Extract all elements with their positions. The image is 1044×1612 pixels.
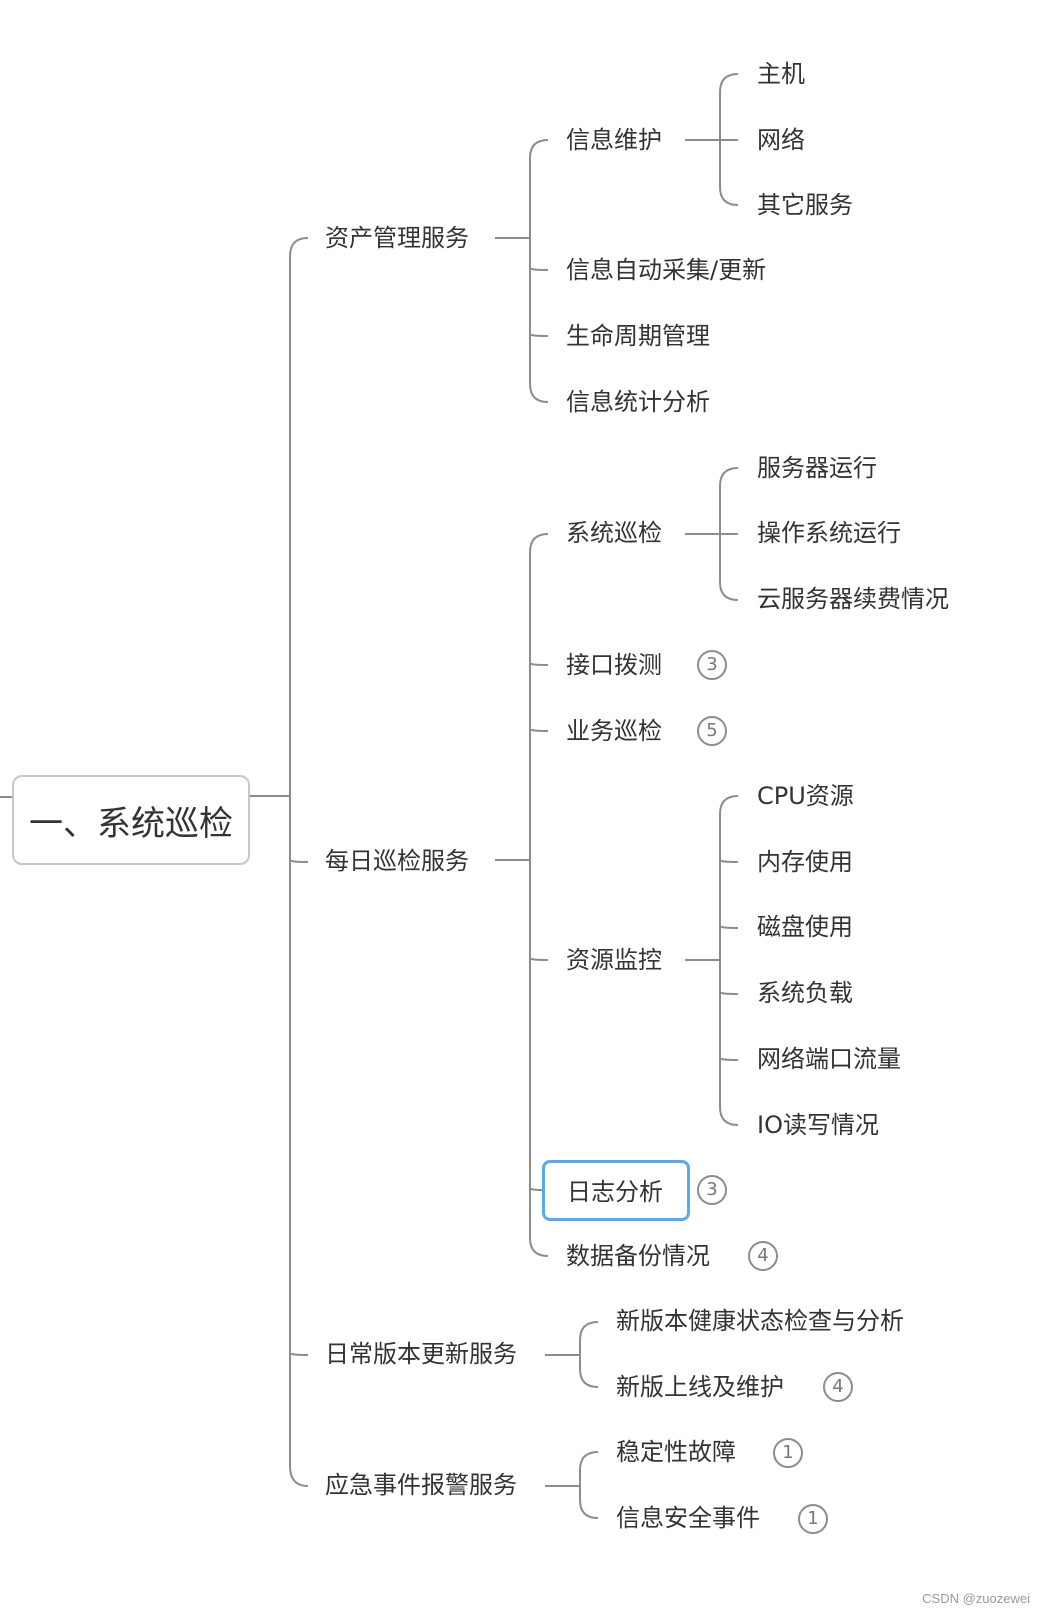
node-online-maintenance[interactable]: 新版上线及维护	[616, 1373, 784, 1401]
node-info-maintenance[interactable]: 信息维护	[566, 126, 662, 154]
business-inspection-count-badge[interactable]: 5	[697, 716, 727, 746]
node-release-update[interactable]: 日常版本更新服务	[325, 1340, 517, 1368]
node-system-load[interactable]: 系统负载	[757, 979, 853, 1007]
node-log-analysis-selected[interactable]: 日志分析	[542, 1160, 690, 1221]
node-io-rw[interactable]: IO读写情况	[757, 1111, 879, 1139]
log-analysis-count-badge[interactable]: 3	[697, 1175, 727, 1205]
node-api-probe[interactable]: 接口拨测	[566, 651, 662, 679]
node-business-inspection[interactable]: 业务巡检	[566, 717, 662, 745]
node-emergency-alert[interactable]: 应急事件报警服务	[325, 1471, 517, 1499]
node-data-backup[interactable]: 数据备份情况	[566, 1242, 710, 1270]
online-maintenance-count-badge[interactable]: 4	[823, 1372, 853, 1402]
node-cpu[interactable]: CPU资源	[757, 782, 854, 810]
api-probe-count-badge[interactable]: 3	[697, 650, 727, 680]
watermark: CSDN @zuozewei	[922, 1591, 1030, 1606]
stability-fault-count-badge[interactable]: 1	[773, 1438, 803, 1468]
node-auto-collect[interactable]: 信息自动采集/更新	[566, 256, 767, 284]
node-os-running[interactable]: 操作系统运行	[757, 519, 901, 547]
node-other-services[interactable]: 其它服务	[757, 191, 853, 219]
node-network[interactable]: 网络	[757, 126, 805, 154]
root-node[interactable]: 一、系统巡检	[12, 775, 250, 865]
node-memory[interactable]: 内存使用	[757, 848, 853, 876]
node-health-check[interactable]: 新版本健康状态检查与分析	[616, 1307, 904, 1335]
node-network-port-traffic[interactable]: 网络端口流量	[757, 1045, 901, 1073]
node-cloud-renewal[interactable]: 云服务器续费情况	[757, 585, 949, 613]
node-host[interactable]: 主机	[757, 60, 805, 88]
node-system-inspection[interactable]: 系统巡检	[566, 519, 662, 547]
node-daily-inspection[interactable]: 每日巡检服务	[325, 847, 469, 875]
node-server-running[interactable]: 服务器运行	[757, 454, 877, 482]
node-asset-management[interactable]: 资产管理服务	[325, 224, 469, 252]
root-label: 一、系统巡检	[29, 803, 233, 844]
node-security-event[interactable]: 信息安全事件	[616, 1504, 760, 1532]
data-backup-count-badge[interactable]: 4	[748, 1241, 778, 1271]
security-event-count-badge[interactable]: 1	[798, 1504, 828, 1534]
node-stability-fault[interactable]: 稳定性故障	[616, 1438, 736, 1466]
node-disk[interactable]: 磁盘使用	[757, 913, 853, 941]
node-lifecycle[interactable]: 生命周期管理	[566, 322, 710, 350]
node-info-statistics[interactable]: 信息统计分析	[566, 388, 710, 416]
node-resource-monitoring[interactable]: 资源监控	[566, 946, 662, 974]
